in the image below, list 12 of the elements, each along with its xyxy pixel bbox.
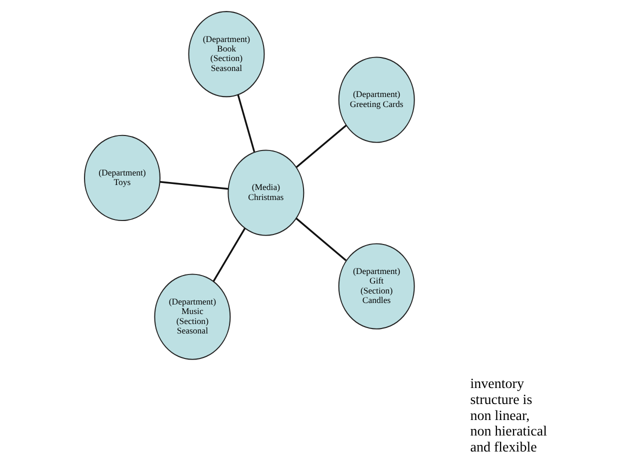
node-ellipse: (Department) Greeting Cards [338, 56, 415, 143]
node-ellipse: (Media) Christmas [228, 150, 304, 236]
node-ellipse: (Department) Book (Section) Seasonal [188, 11, 265, 98]
label: inventory structure is non linear, non hieratical and flexible [470, 376, 547, 456]
connector [296, 124, 347, 168]
connector [160, 180, 228, 190]
connector [296, 218, 347, 262]
connector [237, 94, 256, 152]
connector [212, 228, 246, 282]
node-ellipse: (Department) Gift (Section) Candles [338, 243, 415, 330]
node-ellipse: (Department) Toys [84, 134, 161, 222]
node-ellipse: (Department) Music (Section) Seasonal [154, 274, 231, 360]
